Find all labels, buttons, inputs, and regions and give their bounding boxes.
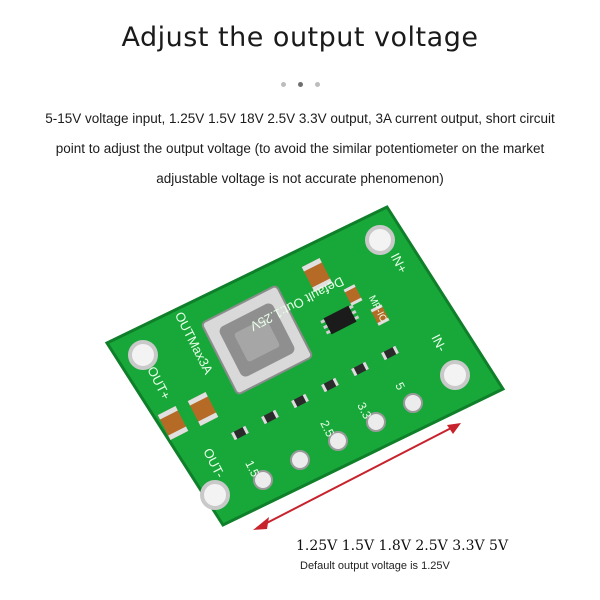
mounting-hole	[365, 225, 395, 255]
pcb-board-image: Default Out:1.25V OUTMax3A IN+ IN- OUT+ …	[104, 205, 506, 530]
silkscreen-voltage-mark: 3.3	[354, 400, 374, 422]
silkscreen-voltage-mark: 1.5	[242, 458, 262, 480]
default-voltage-note: Default output voltage is 1.25V	[300, 560, 450, 572]
double-arrow-icon	[253, 423, 461, 530]
carousel-dot[interactable]	[280, 82, 286, 87]
description-line: 5-15V voltage input, 1.25V 1.5V 18V 2.5V…	[45, 111, 555, 126]
silkscreen-in-minus: IN-	[428, 332, 449, 354]
jumper-pad	[366, 412, 386, 432]
voltage-options: 1.25V 1.5V 1.8V 2.5V 3.3V 5V	[296, 538, 509, 554]
mounting-hole	[440, 360, 470, 390]
carousel-indicator	[0, 82, 600, 87]
resistors	[231, 345, 399, 441]
inductor	[201, 285, 313, 395]
description-line: point to adjust the output voltage (to a…	[55, 141, 545, 156]
carousel-dot-active[interactable]	[297, 82, 303, 87]
description-line: adjustable voltage is not accurate pheno…	[156, 171, 444, 186]
jumper-pads	[253, 393, 423, 490]
jumper-pad	[403, 393, 423, 413]
carousel-dot[interactable]	[314, 82, 320, 87]
mounting-hole	[128, 340, 158, 370]
silkscreen-voltage-mark: 2.5	[317, 418, 337, 440]
jumper-pad	[290, 450, 310, 470]
pcb-board	[104, 205, 506, 527]
jumper-pad	[253, 470, 273, 490]
mounting-holes	[128, 225, 470, 510]
mounting-hole	[200, 480, 230, 510]
page-title: Adjust the output voltage	[121, 22, 479, 53]
ic-chip	[320, 304, 360, 335]
description: 5-15V voltage input, 1.25V 1.5V 18V 2.5V…	[20, 104, 580, 194]
jumper-pad	[328, 431, 348, 451]
capacitors	[157, 257, 390, 441]
